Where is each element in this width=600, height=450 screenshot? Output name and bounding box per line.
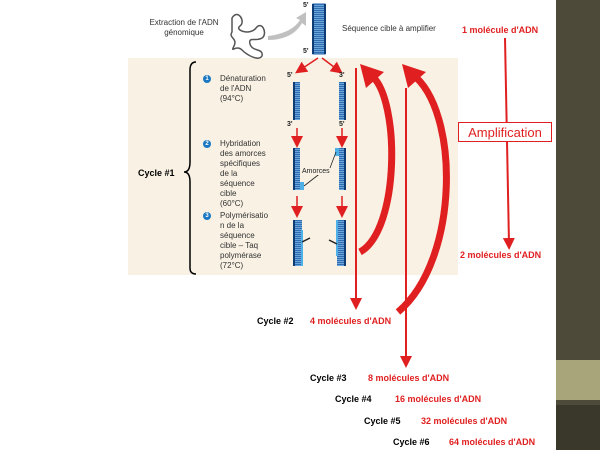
cycle-5-label: Cycle #5 xyxy=(364,416,401,426)
genomic-dna-squiggle xyxy=(230,13,266,59)
extraction-arrow xyxy=(268,12,306,40)
cycle-6-molecules: 64 molécules d'ADN xyxy=(449,437,536,447)
step-3-text: Polymérisatio n de la séquence cible – T… xyxy=(220,211,269,270)
hybrid-strand-right xyxy=(339,148,345,190)
cycle-2-label: Cycle #2 xyxy=(257,316,294,326)
step-1-text: Dénaturation de l'ADN (94°C) xyxy=(220,74,266,103)
one-molecule-label: 1 molécule d'ADN xyxy=(462,25,539,35)
cycle-2-molecules: 4 molécules d'ADN xyxy=(310,316,392,326)
single-strand-right xyxy=(339,82,345,120)
single-strand-left xyxy=(294,82,300,120)
step-2-number: 2 xyxy=(203,140,211,148)
decorative-sidebar-dark xyxy=(556,405,600,450)
new-duplex-right xyxy=(337,220,345,266)
cycle-4-molecules: 16 molécules d'ADN xyxy=(395,394,482,404)
cycle-3-label: Cycle #3 xyxy=(310,373,347,383)
cycle-6-label: Cycle #6 xyxy=(393,437,430,447)
cycle-brace xyxy=(183,61,197,275)
denat-right-top-label: 3' xyxy=(339,72,345,79)
amplification-label: Amplification xyxy=(458,122,552,142)
cycle-5-molecules: 32 molécules d'ADN xyxy=(421,416,508,426)
cycle-4-label: Cycle #4 xyxy=(335,394,372,404)
denat-right-bottom-label: 5' xyxy=(339,121,345,128)
cycle-1-label: Cycle #1 xyxy=(138,168,175,178)
target-sequence-label: Séquence cible à amplifier xyxy=(342,24,436,33)
decorative-sidebar-accent xyxy=(556,360,600,400)
step-2-text: Hybridation des amorces spécifiques de l… xyxy=(220,139,266,208)
two-molecules-label: 2 molécules d'ADN xyxy=(460,250,542,260)
hybrid-strand-left xyxy=(294,148,300,190)
denat-left-bottom-label: 3' xyxy=(287,121,293,128)
step-3-number: 3 xyxy=(203,212,211,220)
loop-arrow-1 xyxy=(357,73,396,256)
new-duplex-left xyxy=(294,220,302,266)
strand-bottom-label: 5' xyxy=(303,48,309,55)
primers-label: Amorces xyxy=(302,168,330,175)
strand-top-label: 5' xyxy=(303,2,309,9)
target-dna-double-strand xyxy=(312,3,326,55)
denat-left-top-label: 5' xyxy=(287,72,293,79)
step-1-number: 1 xyxy=(203,75,211,83)
loop-arrow-2 xyxy=(395,71,450,315)
extraction-label: Extraction de l'ADN génomique xyxy=(149,18,219,37)
cycle-3-molecules: 8 molécules d'ADN xyxy=(368,373,450,383)
